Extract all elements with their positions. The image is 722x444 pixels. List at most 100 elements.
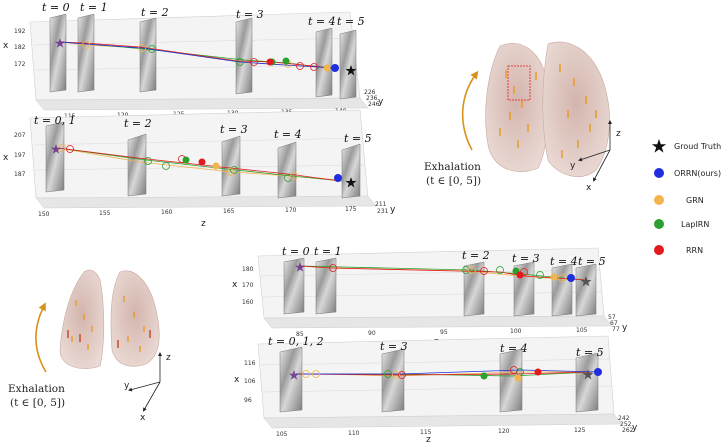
rrn-dot <box>534 368 542 376</box>
time-label: t = 0, 1, 2 <box>268 335 324 348</box>
z-axis-letter: z <box>166 353 171 363</box>
exhalation-range: (t ∈ [0, 5]) <box>10 397 65 409</box>
panel-3-floor <box>263 315 613 329</box>
orrn-dot <box>594 368 602 376</box>
image-slice <box>315 27 333 98</box>
lung-render-2: Exhalation (t ∈ [0, 5]) z y x <box>8 269 171 423</box>
time-label: t = 1 <box>80 1 108 14</box>
x-tick: 96 <box>244 397 252 404</box>
legend-label: ORRN(ours) <box>674 169 721 178</box>
ground-truth-star <box>345 65 357 76</box>
image-slice <box>221 135 241 197</box>
dot-icon <box>654 219 664 229</box>
time-label: t = 5 <box>578 255 606 268</box>
time-label: t = 0, 1 <box>34 114 76 127</box>
lapirn-marker <box>462 266 470 274</box>
lapirn-marker <box>236 58 244 66</box>
grn-marker <box>302 370 310 378</box>
legend-label: RRN <box>686 246 703 255</box>
image-slice <box>575 263 597 317</box>
grn-dot <box>212 162 220 170</box>
rrn-trajectory <box>299 265 587 281</box>
rrn-trajectory <box>295 371 593 376</box>
panel-4-gridline <box>261 385 613 393</box>
trajectory-panel-4: t = 0, 1, 2 t = 3 t = 4 t = 5 x 116 106 … <box>234 335 638 444</box>
panel-4-time-labels: t = 0, 1, 2 t = 3 t = 4 t = 5 <box>268 335 604 359</box>
x-axis-label: x <box>234 375 240 385</box>
lung-vector-field-red <box>67 330 151 348</box>
y-tick: 252 <box>620 421 632 428</box>
panel-4-trajectories <box>289 366 602 382</box>
ground-truth-star <box>582 369 594 380</box>
legend-item-rrn: RRN <box>654 245 703 255</box>
z-tick: 175 <box>345 206 357 213</box>
start-star <box>51 144 61 154</box>
image-slice <box>139 17 157 93</box>
time-label: t = 0 <box>42 1 70 14</box>
legend-label: LapIRN <box>681 220 709 229</box>
y-tick: 226 <box>364 89 376 96</box>
dot-icon <box>654 245 664 255</box>
lung-left-lobe <box>485 43 549 172</box>
start-star <box>289 370 299 380</box>
y-axis-label: y <box>632 423 638 433</box>
panel-3-axes: x 180 170 160 85 90 95 100 105 z 57 67 7… <box>232 266 628 347</box>
grn-dot <box>323 64 331 72</box>
panel-4-slices <box>279 346 599 413</box>
lapirn-marker <box>496 266 504 274</box>
panel-2-slices <box>45 121 361 199</box>
time-label: t = 4 <box>550 255 578 268</box>
grn-marker <box>138 44 146 52</box>
lung-vector-field <box>499 64 597 158</box>
time-label: t = 3 <box>220 123 248 136</box>
y-tick: 67 <box>610 320 618 327</box>
rrn-marker <box>66 145 74 153</box>
image-slice <box>235 17 253 95</box>
grn-marker <box>558 274 566 282</box>
image-slice <box>77 13 95 93</box>
panel-2-floor <box>35 195 377 209</box>
y-tick: 262 <box>622 427 634 434</box>
x-tick: 192 <box>14 28 26 35</box>
lapirn-dot <box>182 156 190 164</box>
panel-4-gridline <box>260 358 611 366</box>
legend-label: GRN <box>686 196 704 205</box>
dot-icon <box>654 168 664 178</box>
panel-2-time-labels: t = 0, 1 t = 2 t = 3 t = 4 t = 5 <box>34 114 372 145</box>
lung-1-axis-triad: z y x <box>570 120 621 193</box>
rrn-marker <box>329 264 337 272</box>
rrn-trajectory <box>59 41 334 69</box>
z-tick: 170 <box>285 207 297 214</box>
z-tick: 105 <box>576 327 588 334</box>
panel-2-trajectories <box>51 144 357 188</box>
rrn-dot <box>516 271 524 279</box>
time-label: t = 1 <box>314 245 342 258</box>
legend-item-ground-truth: Groud Truth <box>651 139 721 153</box>
rrn-marker <box>250 58 258 66</box>
z-tick: 115 <box>64 113 76 120</box>
legend-item-orrn: ORRN(ours) <box>654 168 721 178</box>
z-tick: 105 <box>276 431 288 438</box>
z-tick: 85 <box>296 331 304 338</box>
panel-1-trajectories <box>55 38 357 76</box>
grn-dot <box>550 273 558 281</box>
image-slice <box>499 348 523 413</box>
z-axis-label: z <box>201 219 206 229</box>
x-tick: 172 <box>14 61 26 68</box>
lung-vector-field <box>71 296 145 352</box>
exhalation-arrow <box>35 302 47 373</box>
lung-left-lobe <box>59 269 105 369</box>
image-slice <box>463 261 485 317</box>
x-tick: 160 <box>242 299 254 306</box>
lapirn-marker <box>536 271 544 279</box>
legend-label: Groud Truth <box>674 142 721 151</box>
lung-render-1: Exhalation (t ∈ [0, 5]) z y x <box>424 41 621 193</box>
panel-3-trajectories <box>295 262 592 287</box>
exhalation-label: Exhalation <box>424 161 481 173</box>
image-slice <box>283 257 305 315</box>
x-axis-letter: x <box>586 183 592 193</box>
z-tick: 125 <box>574 427 586 434</box>
y-axis-label: y <box>378 97 384 107</box>
exhalation-range: (t ∈ [0, 5]) <box>426 175 481 187</box>
y-axis-label: y <box>622 323 628 333</box>
